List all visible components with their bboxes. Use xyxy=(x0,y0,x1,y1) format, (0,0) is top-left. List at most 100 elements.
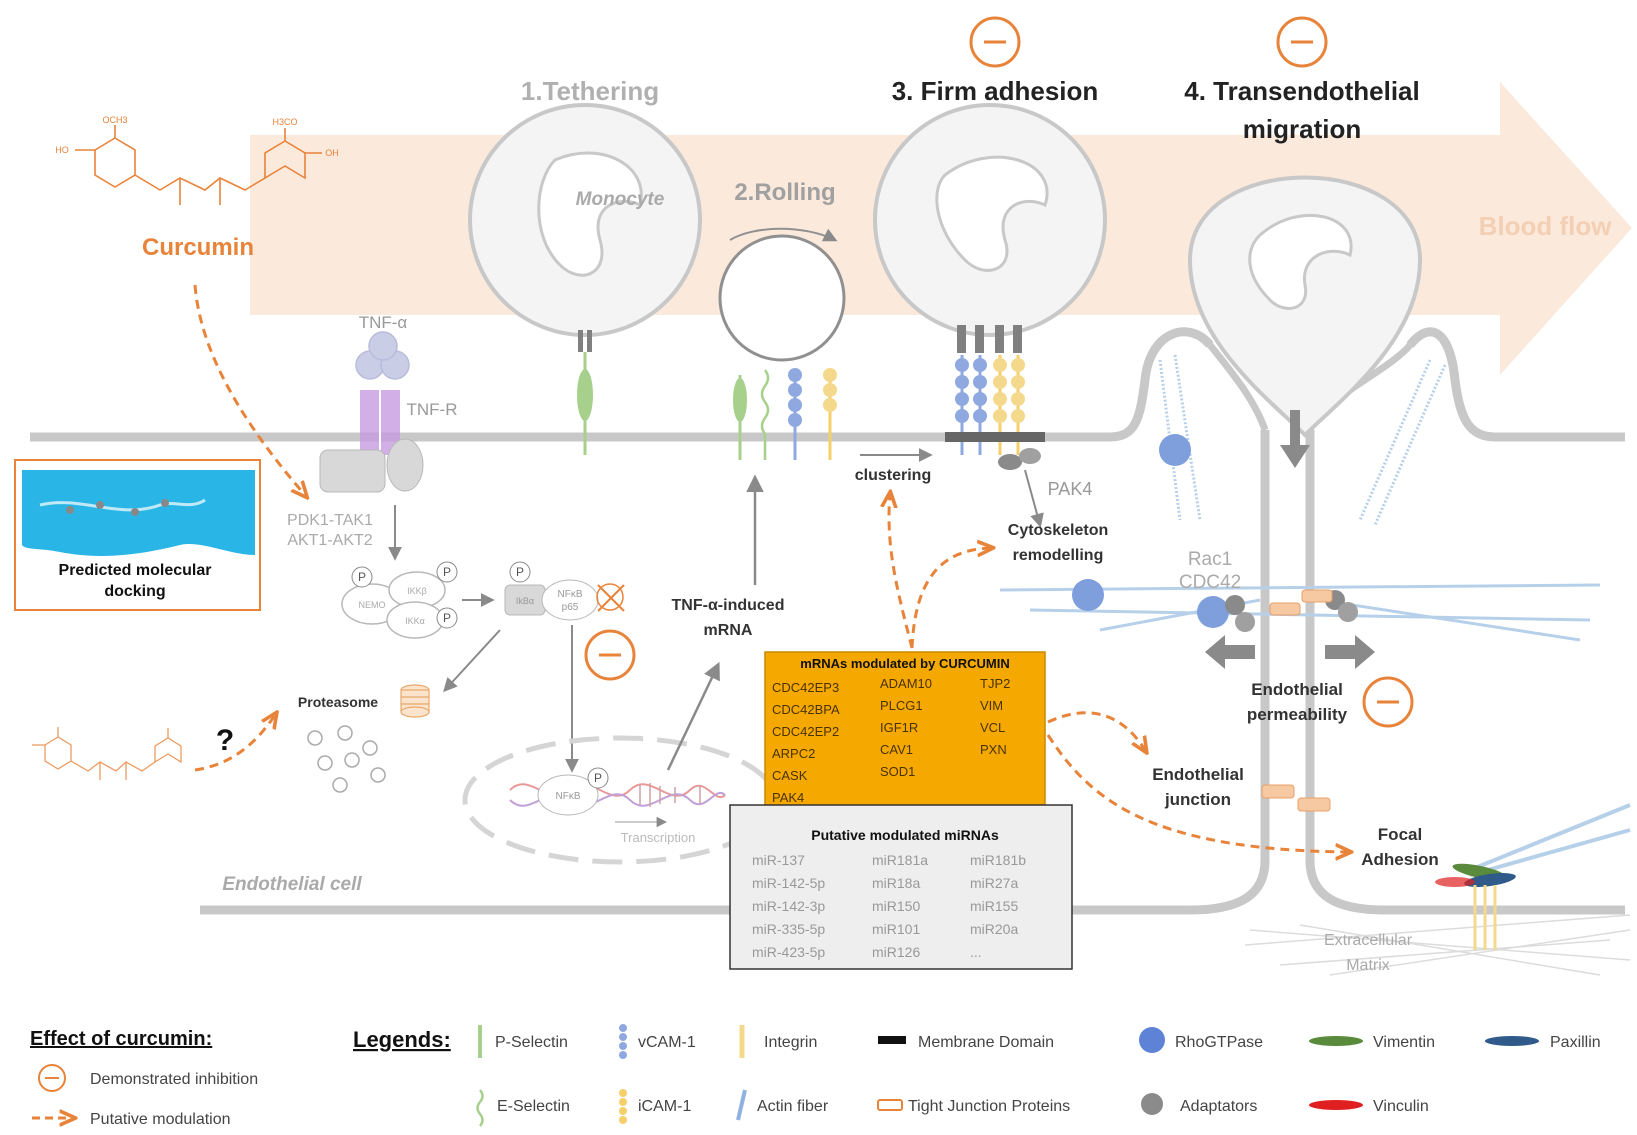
permeability-arrow-left xyxy=(1205,635,1255,669)
ikk-complex xyxy=(341,571,446,639)
mrna-box-title: mRNAs modulated by CURCUMIN xyxy=(800,656,1009,671)
curcumin-ome-left: OCH3 xyxy=(102,115,127,125)
p-selectin-rolling xyxy=(733,375,747,460)
transmigration-down-arrow xyxy=(1280,410,1310,468)
tnf-mrna-label-2: mRNA xyxy=(704,622,753,639)
monocyte-label: Monocyte xyxy=(576,189,665,210)
monocyte-tethering: Monocyte xyxy=(468,103,702,337)
ikka-label: IKKα xyxy=(405,616,425,626)
mirna-box: Putative modulated miRNAs miR-137 miR-14… xyxy=(729,804,1073,970)
mirna-col3: miR181b miR27a miR155 miR20a ... xyxy=(970,852,1026,960)
p65-label: p65 xyxy=(562,602,579,613)
legend-vinculin-glyph xyxy=(1309,1100,1363,1110)
phospho-ikk-3: P xyxy=(436,607,458,629)
inhibition-symbol-firm-adhesion xyxy=(969,16,1021,68)
mrna-item: PLCG1 xyxy=(880,698,923,713)
phospho-label: P xyxy=(516,565,524,579)
rhogtpase-pore xyxy=(1159,434,1191,466)
tnf-r-label: TNF-R xyxy=(407,400,458,419)
junction-label-2: junction xyxy=(1164,790,1231,809)
mrna-item: CAV1 xyxy=(880,742,913,757)
legend-membrane-domain: Membrane Domain xyxy=(918,1034,1054,1051)
mirna-col1: miR-137 miR-142-5p miR-142-3p miR-335-5p… xyxy=(752,852,825,960)
curcumin-structure-small xyxy=(32,727,182,780)
step-rolling: 2.Rolling xyxy=(734,179,835,206)
dna-base-pairs xyxy=(639,783,701,807)
mirna-item: miR18a xyxy=(872,875,920,891)
mrna-item: VIM xyxy=(980,698,1003,713)
blood-flow-label: Blood flow xyxy=(1479,211,1613,241)
mrna-col2: ADAM10 PLCG1 IGF1R CAV1 SOD1 xyxy=(880,676,932,779)
mirna-item: miR181b xyxy=(970,852,1026,868)
mirna-item: miR150 xyxy=(872,898,920,914)
legend-membrane-domain-glyph xyxy=(878,1036,906,1044)
mrna-col1: CDC42EP3 CDC42BPA CDC42EP2 ARPC2 CASK PA… xyxy=(772,680,840,805)
focal-label-1: Focal xyxy=(1378,825,1422,844)
cytoskeleton-label-2: remodelling xyxy=(1013,547,1104,564)
legend-icam-glyph xyxy=(619,1089,627,1124)
mirna-item: miR-423-5p xyxy=(752,944,825,960)
mirna-item: miR27a xyxy=(970,875,1018,891)
step-firm-adhesion: 3. Firm adhesion xyxy=(892,76,1099,106)
monocyte-firm-adhesion xyxy=(873,103,1107,337)
nemo-label: NEMO xyxy=(359,600,386,610)
mrna-item: CDC42EP3 xyxy=(772,680,839,695)
mrna-item: CDC42EP2 xyxy=(772,724,839,739)
legend-integrin: Integrin xyxy=(764,1034,817,1051)
legend-tight-junction-glyph xyxy=(877,1099,903,1111)
mirna-item: miR181a xyxy=(872,852,928,868)
mirna-item: miR-142-3p xyxy=(752,898,825,914)
nfkb-p65 xyxy=(541,579,599,621)
tnf-r-adaptor-round xyxy=(386,438,424,492)
clustering-label: clustering xyxy=(855,467,931,484)
mrna-item: ADAM10 xyxy=(880,676,932,691)
curcumin-oh-right: OH xyxy=(325,148,339,158)
inhibition-symbol-nfkb xyxy=(584,629,636,681)
phospho-ikk-2: P xyxy=(436,561,458,583)
phospho-label: P xyxy=(358,570,366,584)
mrna-item: IGF1R xyxy=(880,720,918,735)
curcumin-structure xyxy=(75,125,322,205)
curcumin-to-pathway-arrow xyxy=(193,284,305,495)
nfkb-nuclear-label: NFκB xyxy=(556,791,581,802)
step-tethering: 1.Tethering xyxy=(521,76,659,106)
monocyte-rolling xyxy=(718,227,846,362)
mrna-item: PXN xyxy=(980,742,1007,757)
tnf-alpha-label: TNF-α xyxy=(359,313,408,332)
mrna-item: CDC42BPA xyxy=(772,702,840,717)
phospho-ikk-1: P xyxy=(351,566,373,588)
step-migration: migration xyxy=(1243,114,1361,144)
tnf-mrna-label-1: TNF-α-induced xyxy=(672,597,785,614)
docking-label-1: Predicted molecular xyxy=(59,562,212,579)
membrane-domain xyxy=(945,432,1045,442)
mirna-item: ... xyxy=(970,944,982,960)
mirna-box-title: Putative modulated miRNAs xyxy=(811,827,999,843)
phospho-nfkb-nuclear: P xyxy=(587,767,609,789)
mirna-item: miR-142-5p xyxy=(752,875,825,891)
proteasome-label: Proteasome xyxy=(298,694,378,710)
mrna-item: TJP2 xyxy=(980,676,1010,691)
mrna-box: mRNAs modulated by CURCUMIN CDC42EP3 CDC… xyxy=(764,651,1046,819)
legend-inhibition-label: Demonstrated inhibition xyxy=(90,1071,258,1088)
permeability-arrow-right xyxy=(1325,635,1375,669)
mirna-item: miR-335-5p xyxy=(752,921,825,937)
legend-vimentin: Vimentin xyxy=(1373,1034,1435,1051)
docking-label-2: docking xyxy=(104,583,165,600)
curcumin-label: Curcumin xyxy=(142,234,254,261)
monocyte-transmigrating xyxy=(1187,175,1423,438)
focal-label-2: Adhesion xyxy=(1361,850,1438,869)
legend-vimentin-glyph xyxy=(1309,1036,1363,1046)
mrna-item: VCL xyxy=(980,720,1005,735)
legend-e-selectin: E-Selectin xyxy=(497,1098,570,1115)
mrna-to-focal-arrow xyxy=(1046,734,1348,852)
inhibition-symbol-permeability xyxy=(1362,676,1414,728)
inhibition-symbol-transmigration xyxy=(1276,16,1328,68)
legend-rhogtpase-glyph xyxy=(1139,1027,1165,1053)
peptide-fragments xyxy=(307,725,386,793)
mirna-col2: miR181a miR18a miR150 miR101 miR126 xyxy=(872,852,928,960)
tnf-receptor xyxy=(360,390,400,455)
akt-label: AKT1-AKT2 xyxy=(287,532,372,549)
tnf-r-adaptor-box xyxy=(319,449,386,493)
docking-panel: Predicted molecular docking xyxy=(14,459,261,611)
